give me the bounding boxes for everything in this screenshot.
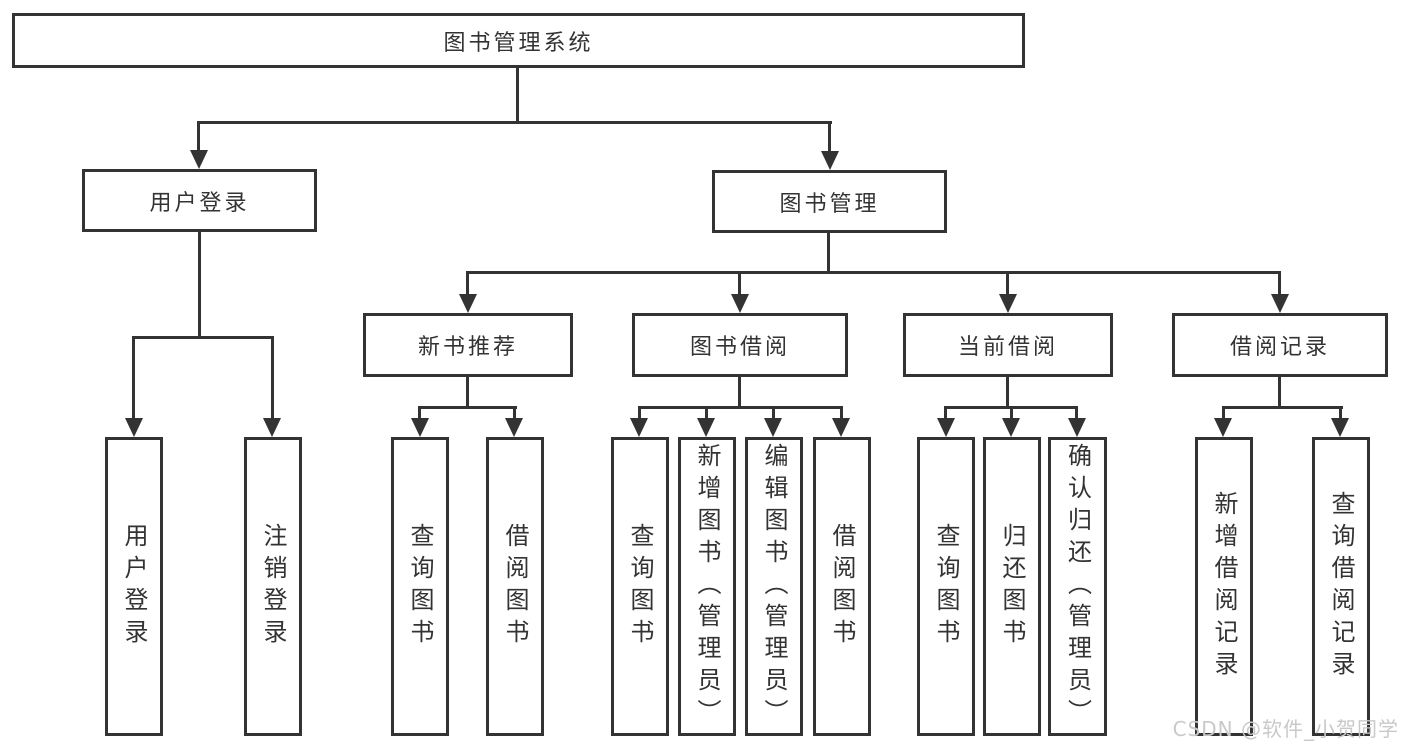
- node-borrow-records: 借阅记录: [1172, 313, 1388, 377]
- connector-line: [1006, 377, 1009, 409]
- arrowhead-icon: [411, 418, 429, 437]
- connector-line: [132, 336, 135, 418]
- arrowhead-icon: [1214, 418, 1232, 437]
- connector-line: [1010, 406, 1013, 420]
- connector-line: [638, 406, 641, 420]
- leaf-borrow-books-2: 借阅图书: [813, 437, 871, 736]
- connector-line: [738, 377, 741, 409]
- leaf-return-books: 归还图书: [983, 437, 1041, 736]
- arrowhead-icon: [125, 418, 143, 437]
- connector-line: [638, 406, 843, 409]
- connector-line: [1339, 406, 1342, 420]
- connector-line: [197, 121, 832, 124]
- connector-line: [513, 406, 516, 420]
- connector-line: [197, 121, 200, 151]
- connector-line: [1075, 406, 1078, 420]
- connector-line: [772, 406, 775, 420]
- connector-line: [738, 271, 741, 294]
- connector-line: [132, 336, 274, 339]
- arrowhead-icon: [1002, 418, 1020, 437]
- node-user-login: 用户登录: [82, 169, 317, 232]
- arrowhead-icon: [459, 294, 477, 313]
- connector-line: [944, 406, 947, 420]
- arrowhead-icon: [1271, 294, 1289, 313]
- arrowhead-icon: [731, 294, 749, 313]
- leaf-query-borrow-record: 查询借阅记录: [1312, 437, 1370, 736]
- connector-line: [516, 68, 519, 124]
- arrowhead-icon: [263, 418, 281, 437]
- arrowhead-icon: [1331, 418, 1349, 437]
- leaf-borrow-books-1: 借阅图书: [486, 437, 544, 736]
- csdn-watermark: CSDN @软件_小贺同学: [1172, 717, 1399, 741]
- leaf-confirm-return-admin: 确认归还（管理员）: [1048, 437, 1107, 736]
- leaf-logout: 注销登录: [244, 437, 302, 736]
- node-book-management: 图书管理: [712, 170, 947, 233]
- arrowhead-icon: [1068, 418, 1086, 437]
- arrowhead-icon: [821, 151, 839, 170]
- leaf-query-books-1: 查询图书: [391, 437, 449, 736]
- node-root: 图书管理系统: [12, 13, 1025, 68]
- arrowhead-icon: [190, 150, 208, 169]
- connector-line: [418, 406, 421, 420]
- connector-line: [466, 377, 469, 409]
- connector-line: [198, 232, 201, 339]
- connector-line: [1006, 271, 1009, 294]
- arrowhead-icon: [505, 418, 523, 437]
- connector-line: [827, 233, 830, 274]
- connector-line: [705, 406, 708, 420]
- leaf-add-borrow-record: 新增借阅记录: [1195, 437, 1253, 736]
- connector-line: [418, 406, 517, 409]
- connector-line: [466, 271, 469, 294]
- leaf-edit-books-admin: 编辑图书（管理员）: [745, 437, 803, 736]
- node-book-borrow: 图书借阅: [632, 313, 848, 377]
- leaf-query-books-2: 查询图书: [611, 437, 669, 736]
- connector-line: [1278, 271, 1281, 294]
- leaf-add-books-admin: 新增图书（管理员）: [678, 437, 736, 736]
- node-new-book-recommend: 新书推荐: [363, 313, 573, 377]
- arrowhead-icon: [937, 418, 955, 437]
- connector-line: [840, 406, 843, 420]
- arrowhead-icon: [764, 418, 782, 437]
- arrowhead-icon: [832, 418, 850, 437]
- connector-line: [1278, 377, 1281, 409]
- connector-line: [1222, 406, 1225, 420]
- connector-line: [828, 121, 831, 152]
- connector-line: [466, 271, 1281, 274]
- arrowhead-icon: [630, 418, 648, 437]
- leaf-user-login: 用户登录: [105, 437, 163, 736]
- arrowhead-icon: [999, 294, 1017, 313]
- connector-line: [1222, 406, 1343, 409]
- connector-line: [271, 336, 274, 418]
- arrowhead-icon: [697, 418, 715, 437]
- leaf-query-books-3: 查询图书: [917, 437, 975, 736]
- node-current-borrow: 当前借阅: [903, 313, 1113, 377]
